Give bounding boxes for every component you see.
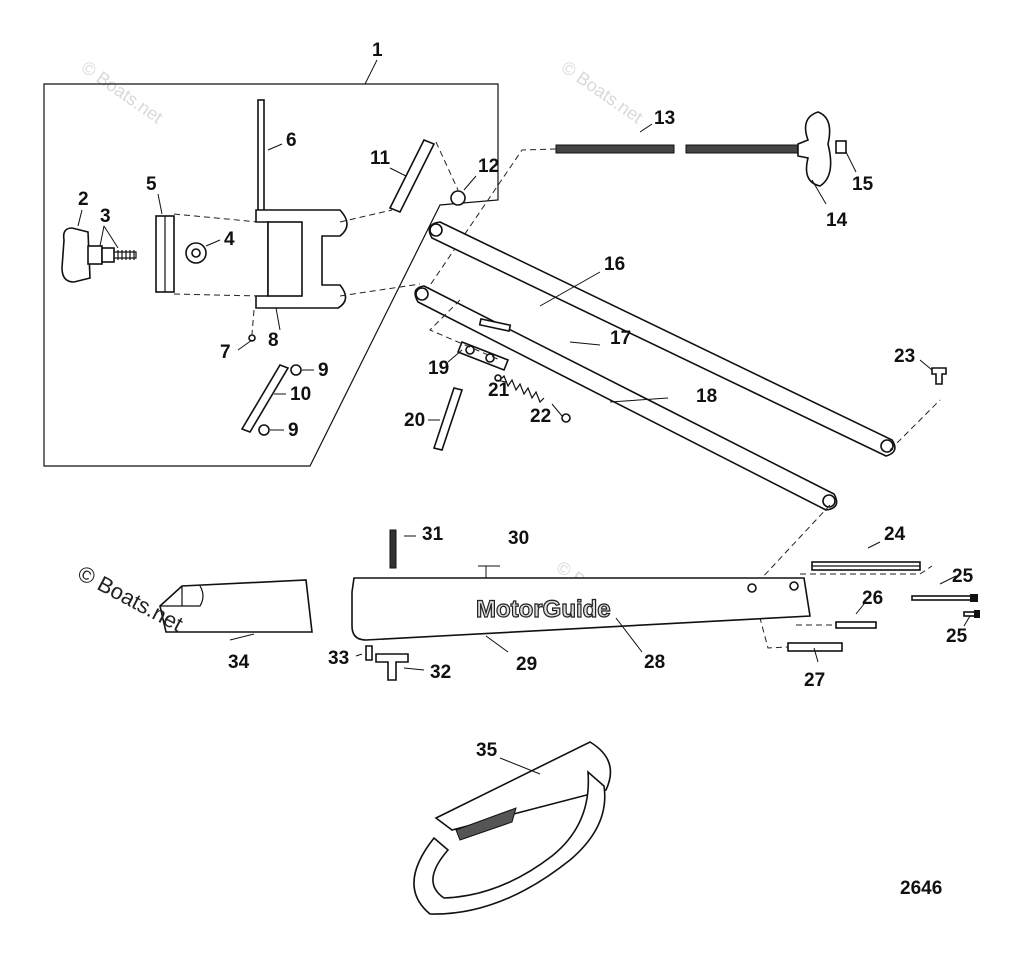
callout-35: 35 (476, 740, 498, 761)
callout-3: 3 (100, 206, 111, 227)
inset-box (43, 83, 499, 467)
shaft-part (419, 144, 799, 301)
callout-34: 34 (228, 652, 250, 673)
callout-25a: 25 (952, 566, 974, 587)
callout-11: 11 (370, 148, 391, 169)
guide-lines (173, 141, 459, 335)
spring-part (499, 374, 545, 404)
watermark: © Boats.net (78, 57, 167, 127)
pin-part (911, 595, 973, 601)
watermark: © Boats.net (558, 57, 647, 127)
callout-6: 6 (286, 130, 297, 151)
dowel-part (835, 621, 877, 629)
callout-23: 23 (894, 346, 915, 367)
watermark-group: © Boats.net © Boats.net © Boats.net (78, 57, 647, 627)
callout-9b: 9 (288, 420, 299, 441)
rod-part (240, 364, 290, 433)
callout-1: 1 (372, 40, 383, 61)
strap-part (413, 741, 612, 915)
callout-9a: 9 (318, 360, 329, 381)
leader-line (364, 59, 378, 85)
nut-part (290, 364, 302, 376)
callout-31: 31 (422, 524, 444, 545)
callout-5: 5 (146, 174, 157, 195)
callout-30: 30 (508, 528, 529, 549)
callout-26: 26 (862, 588, 883, 609)
callout-7: 7 (220, 342, 231, 363)
callout-24: 24 (884, 524, 906, 545)
t-handle-part (797, 111, 832, 187)
rod-part (388, 138, 436, 214)
callout-13: 13 (654, 108, 675, 129)
pin-part (257, 99, 265, 213)
callout-19: 19 (428, 358, 449, 379)
end-cap-housing-part (159, 579, 313, 633)
callout-16: 16 (604, 254, 625, 275)
callout-32: 32 (430, 662, 451, 683)
figure-number: 2646 (900, 878, 942, 899)
cap-bolt-part (931, 367, 947, 385)
callout-27: 27 (804, 670, 825, 691)
callout-22: 22 (530, 406, 551, 427)
nut-part (258, 424, 270, 436)
brand-label: MotorGuide (476, 596, 611, 623)
housing-part (351, 577, 811, 641)
callout-10: 10 (290, 384, 311, 405)
callout-18: 18 (696, 386, 717, 407)
callout-8: 8 (268, 330, 279, 351)
bracket-part (255, 209, 348, 309)
upper-arm-part (428, 221, 896, 457)
end-cap-part (835, 140, 847, 154)
callout-25b: 25 (946, 626, 968, 647)
callout-28: 28 (644, 652, 665, 673)
screw-part (365, 645, 373, 661)
callout-labels: 1 2 3 4 5 6 7 8 9 9 10 11 12 13 14 15 16… (78, 40, 974, 761)
callout-20: 20 (404, 410, 425, 431)
ball-part (248, 334, 256, 342)
slot-part (478, 317, 512, 333)
screw-part (561, 413, 571, 423)
callout-21: 21 (488, 380, 510, 401)
ball-part (450, 190, 466, 206)
callout-29: 29 (516, 654, 537, 675)
callout-2: 2 (78, 189, 89, 210)
plate-part (456, 340, 510, 372)
callout-leaders (77, 123, 971, 775)
strip-part (800, 561, 933, 575)
bolt-part (101, 247, 137, 263)
callout-12: 12 (478, 156, 499, 177)
callout-4: 4 (224, 229, 235, 250)
callout-14: 14 (826, 210, 848, 231)
callout-17: 17 (610, 328, 631, 349)
callout-15: 15 (852, 174, 874, 195)
lower-arm-part (414, 285, 838, 511)
rod-part (432, 387, 464, 451)
knob-part (61, 227, 103, 283)
t-bolt-part (375, 653, 409, 681)
callout-33: 33 (328, 648, 349, 669)
bolt-part (389, 529, 397, 569)
